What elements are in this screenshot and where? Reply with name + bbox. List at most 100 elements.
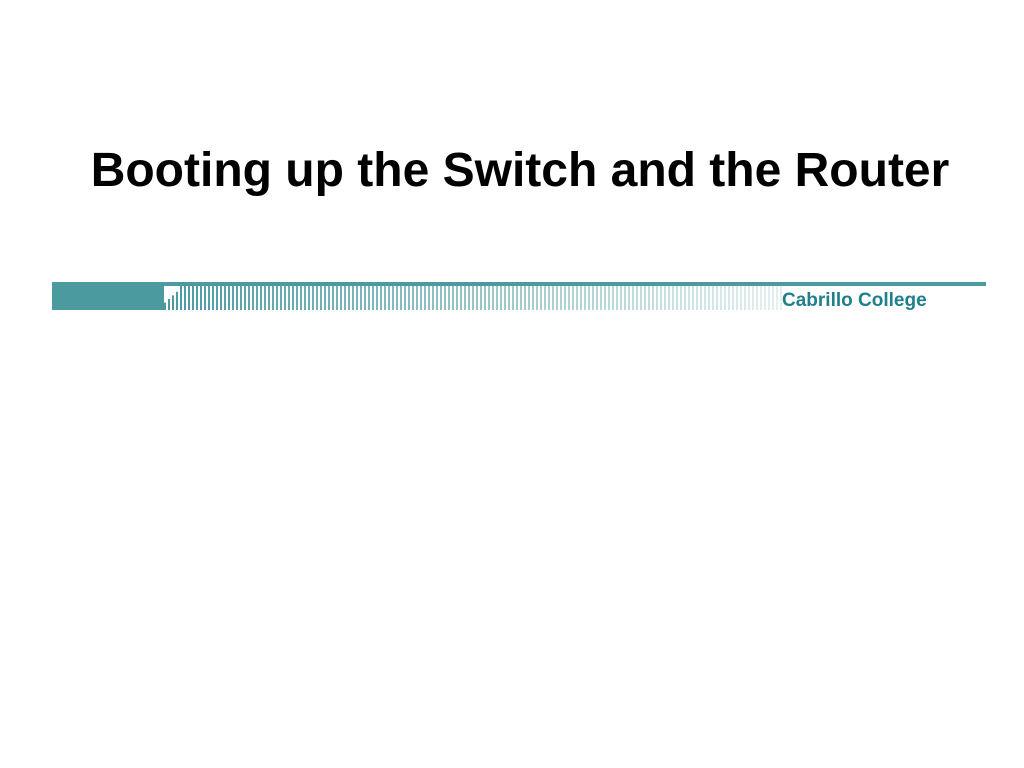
banner-stripe bbox=[708, 286, 710, 310]
banner-stripe bbox=[392, 286, 394, 310]
banner-stripe bbox=[228, 286, 230, 310]
banner-stripe bbox=[200, 286, 202, 310]
banner-stripe bbox=[356, 286, 358, 310]
banner-stripe bbox=[720, 286, 722, 310]
banner-stripe bbox=[408, 286, 410, 310]
banner-stripe bbox=[204, 286, 206, 310]
banner-stripe bbox=[592, 286, 594, 310]
banner-stripe bbox=[188, 286, 190, 310]
banner-stripe bbox=[448, 286, 450, 310]
banner-stripe bbox=[736, 286, 738, 310]
banner-stripe bbox=[632, 286, 634, 310]
banner-stripe bbox=[780, 286, 782, 310]
banner-stripe bbox=[520, 286, 522, 310]
banner-stripe bbox=[168, 299, 170, 310]
banner-stripe bbox=[416, 286, 418, 310]
banner-stripe bbox=[664, 286, 666, 310]
banner-stripe bbox=[212, 286, 214, 310]
college-name: Cabrillo College bbox=[782, 290, 927, 311]
banner-stripe bbox=[668, 286, 670, 310]
banner-stripe bbox=[636, 286, 638, 310]
banner-stripe bbox=[432, 286, 434, 310]
banner-stripe bbox=[656, 286, 658, 310]
banner-stripe bbox=[700, 286, 702, 310]
banner-stripe bbox=[572, 286, 574, 310]
banner-stripe bbox=[336, 286, 338, 310]
banner-stripe bbox=[460, 286, 462, 310]
banner-stripe bbox=[400, 286, 402, 310]
banner-stripe bbox=[704, 286, 706, 310]
banner-stripe bbox=[680, 286, 682, 310]
banner-stripe bbox=[768, 286, 770, 310]
banner-stripe bbox=[272, 286, 274, 310]
banner-stripe bbox=[244, 286, 246, 310]
banner-stripe bbox=[672, 286, 674, 310]
banner-stripe bbox=[724, 286, 726, 310]
banner-stripe bbox=[564, 286, 566, 310]
banner-stripe bbox=[760, 286, 762, 310]
banner-stripe bbox=[364, 286, 366, 310]
banner-stripe bbox=[192, 286, 194, 310]
banner-stripe-graphic bbox=[52, 282, 986, 310]
banner-stripe bbox=[288, 286, 290, 310]
banner-stripe bbox=[480, 286, 482, 310]
banner-stripe bbox=[308, 286, 310, 310]
banner-stripe bbox=[360, 286, 362, 310]
banner-stripe bbox=[588, 286, 590, 310]
banner-stripe bbox=[180, 286, 182, 310]
banner-stripe bbox=[304, 286, 306, 310]
banner-stripe bbox=[556, 286, 558, 310]
banner-stripe bbox=[296, 286, 298, 310]
banner-stripe bbox=[740, 286, 742, 310]
banner-stripe bbox=[500, 286, 502, 310]
banner-stripe bbox=[176, 291, 178, 310]
banner-stripe bbox=[280, 286, 282, 310]
banner-stripe bbox=[696, 286, 698, 310]
banner-stripe bbox=[756, 286, 758, 310]
banner-stripe bbox=[776, 286, 778, 310]
banner-stripe bbox=[380, 286, 382, 310]
banner-stripe bbox=[428, 286, 430, 310]
banner-stripe bbox=[224, 286, 226, 310]
banner-stripe bbox=[580, 286, 582, 310]
banner-stripe bbox=[268, 286, 270, 310]
banner-stripe bbox=[492, 286, 494, 310]
banner-stripe bbox=[248, 286, 250, 310]
banner-stripe bbox=[604, 286, 606, 310]
banner-stripe bbox=[528, 286, 530, 310]
banner-stripe bbox=[608, 286, 610, 310]
banner-stripe bbox=[348, 286, 350, 310]
banner-stripe bbox=[644, 286, 646, 310]
banner-stripe bbox=[540, 286, 542, 310]
banner-stripe bbox=[220, 286, 222, 310]
banner-stripe bbox=[504, 286, 506, 310]
banner-stripe bbox=[276, 286, 278, 310]
banner-stripe bbox=[536, 286, 538, 310]
banner-stripe bbox=[324, 286, 326, 310]
banner-stripe bbox=[748, 286, 750, 310]
banner-stripe bbox=[312, 286, 314, 310]
banner-stripe bbox=[628, 286, 630, 310]
banner-stripe bbox=[692, 286, 694, 310]
banner-stripe bbox=[512, 286, 514, 310]
banner-stripe bbox=[240, 286, 242, 310]
banner-stripe bbox=[436, 286, 438, 310]
banner-stripe bbox=[476, 286, 478, 310]
banner-stripe bbox=[624, 286, 626, 310]
banner-stripe bbox=[652, 286, 654, 310]
banner-stripe bbox=[196, 286, 198, 310]
banner-stripe bbox=[688, 286, 690, 310]
banner-stripe bbox=[404, 286, 406, 310]
banner-stripe bbox=[340, 286, 342, 310]
banner-stripe bbox=[232, 286, 234, 310]
banner-stripe bbox=[352, 286, 354, 310]
banner-stripe bbox=[488, 286, 490, 310]
banner-stripe bbox=[172, 295, 174, 310]
banner-stripe bbox=[552, 286, 554, 310]
banner-stripe bbox=[372, 286, 374, 310]
banner-stripe bbox=[712, 286, 714, 310]
banner-stripe bbox=[516, 286, 518, 310]
banner-stripe bbox=[732, 286, 734, 310]
banner-stripe bbox=[320, 286, 322, 310]
banner-stripe bbox=[300, 286, 302, 310]
